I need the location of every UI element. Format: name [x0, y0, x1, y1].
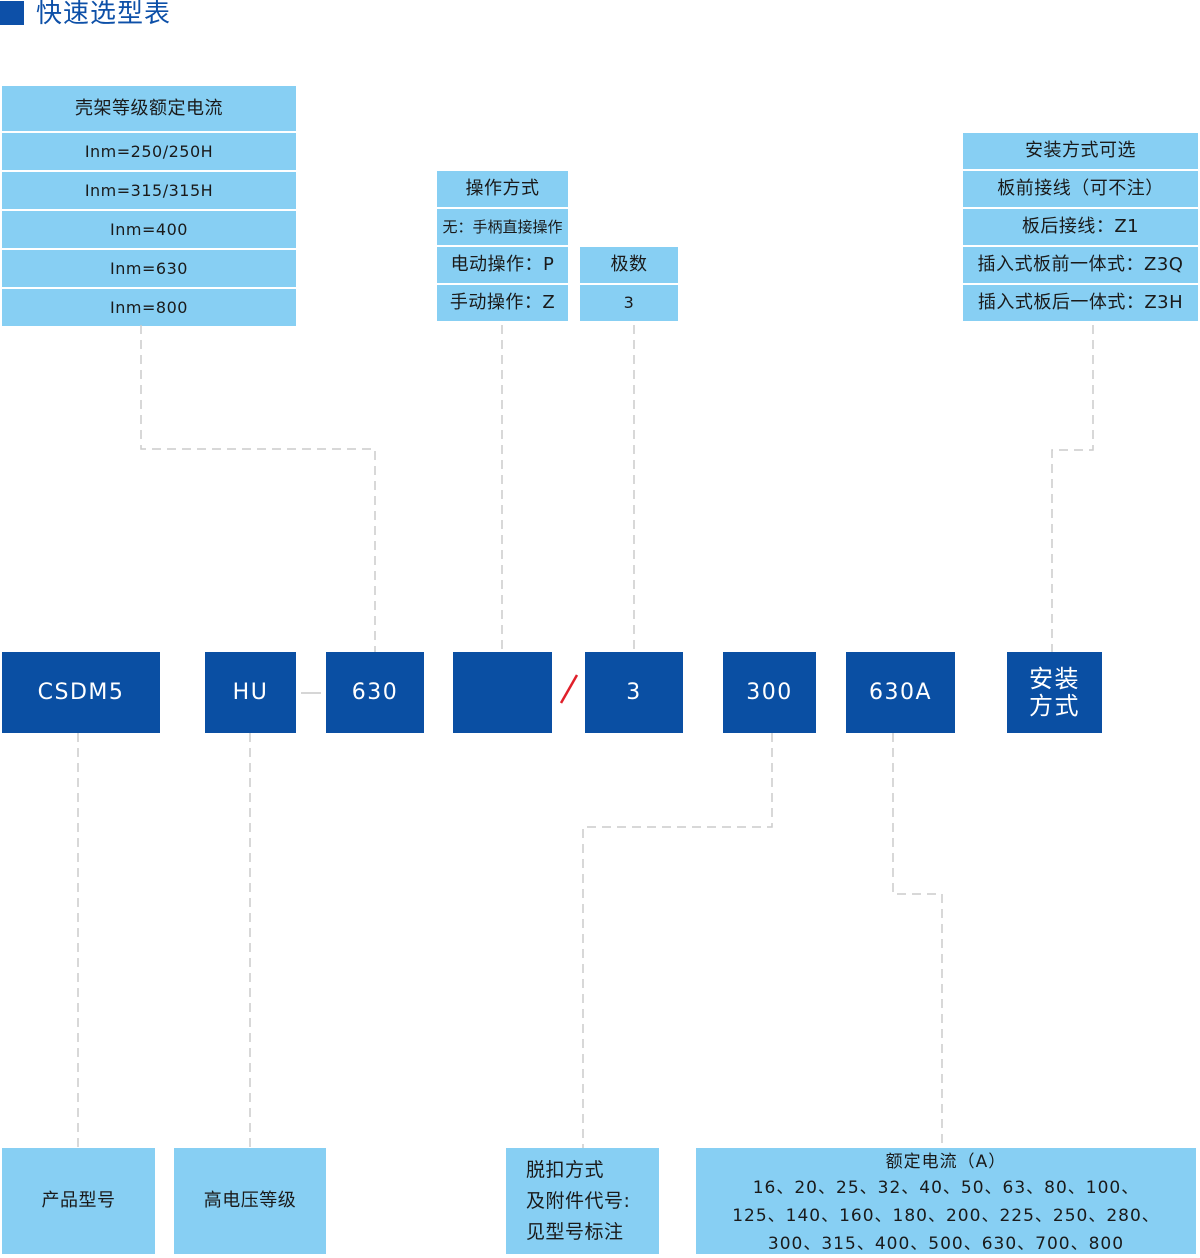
shell-current-header: 壳架等级额定电流: [2, 86, 296, 131]
trip-mode-line: 及附件代号:: [526, 1189, 631, 1212]
product-model-label: 产品型号: [41, 1190, 116, 1211]
operation-row: 电动操作：P: [437, 247, 568, 283]
poles-header: 极数: [580, 247, 678, 283]
code-box-shell-current: 630: [326, 652, 424, 733]
mounting-table: 安装方式可选 板前接线（可不注） 板后接线：Z1 插入式板前一体式：Z3Q 插入…: [963, 133, 1198, 321]
connector-trip: [582, 733, 773, 1148]
connector-mounting: [1051, 325, 1094, 652]
shell-current-row: Inm=630: [2, 250, 296, 287]
product-model-box: 产品型号: [2, 1148, 155, 1254]
trip-mode-line: 脱扣方式: [526, 1158, 605, 1181]
code-box-operation: [453, 652, 552, 733]
shell-current-row: Inm=250/250H: [2, 133, 296, 170]
mounting-row: 插入式板后一体式：Z3H: [963, 285, 1198, 321]
code-box-rated-current: 630A: [846, 652, 955, 733]
trip-mode-box: 脱扣方式 及附件代号: 见型号标注: [506, 1148, 659, 1254]
code-box-mounting: 安装 方式: [1007, 652, 1102, 733]
connector-shell-current: [140, 325, 376, 652]
voltage-level-label: 高电压等级: [203, 1190, 297, 1211]
shell-current-row: Inm=315/315H: [2, 172, 296, 209]
rated-current-values: 16、20、25、32、40、50、63、80、100、: [752, 1178, 1140, 1198]
shell-current-row: Inm=800: [2, 289, 296, 326]
code-box-mounting-line1: 安装: [1029, 664, 1080, 693]
shell-current-row: Inm=400: [2, 211, 296, 248]
title-square-icon: [0, 1, 24, 25]
mounting-row: 板后接线：Z1: [963, 209, 1198, 245]
code-box-trip: 300: [723, 652, 816, 733]
rated-current-values: 125、140、160、180、200、225、250、280、: [732, 1206, 1160, 1226]
mounting-row: 插入式板前一体式：Z3Q: [963, 247, 1198, 283]
mounting-row: 板前接线（可不注）: [963, 171, 1198, 207]
mounting-header: 安装方式可选: [963, 133, 1198, 169]
rated-current-title: 额定电流（A）: [885, 1152, 1007, 1172]
operation-header: 操作方式: [437, 171, 568, 207]
operation-table: 操作方式 无：手柄直接操作 电动操作：P 手动操作：Z: [437, 171, 568, 321]
code-box-series: CSDM5: [2, 652, 160, 733]
rated-current-values: 300、315、400、500、630、700、800: [767, 1234, 1125, 1254]
poles-row: 3: [580, 285, 678, 321]
page-title: 快速选型表: [36, 0, 172, 29]
poles-table: 极数 3: [580, 247, 678, 321]
shell-current-table: 壳架等级额定电流 Inm=250/250H Inm=315/315H Inm=4…: [2, 86, 296, 326]
connector-rated-current: [892, 733, 943, 1148]
trip-mode-line: 见型号标注: [526, 1220, 624, 1243]
rated-current-box: 额定电流（A） 16、20、25、32、40、50、63、80、100、 125…: [696, 1148, 1196, 1254]
code-box-mounting-line2: 方式: [1029, 691, 1080, 720]
code-box-voltage: HU: [205, 652, 296, 733]
operation-row: 手动操作：Z: [437, 285, 568, 321]
slash-separator: [559, 674, 579, 704]
operation-row: 无：手柄直接操作: [437, 209, 568, 245]
code-box-poles: 3: [585, 652, 683, 733]
voltage-level-box: 高电压等级: [174, 1148, 326, 1254]
